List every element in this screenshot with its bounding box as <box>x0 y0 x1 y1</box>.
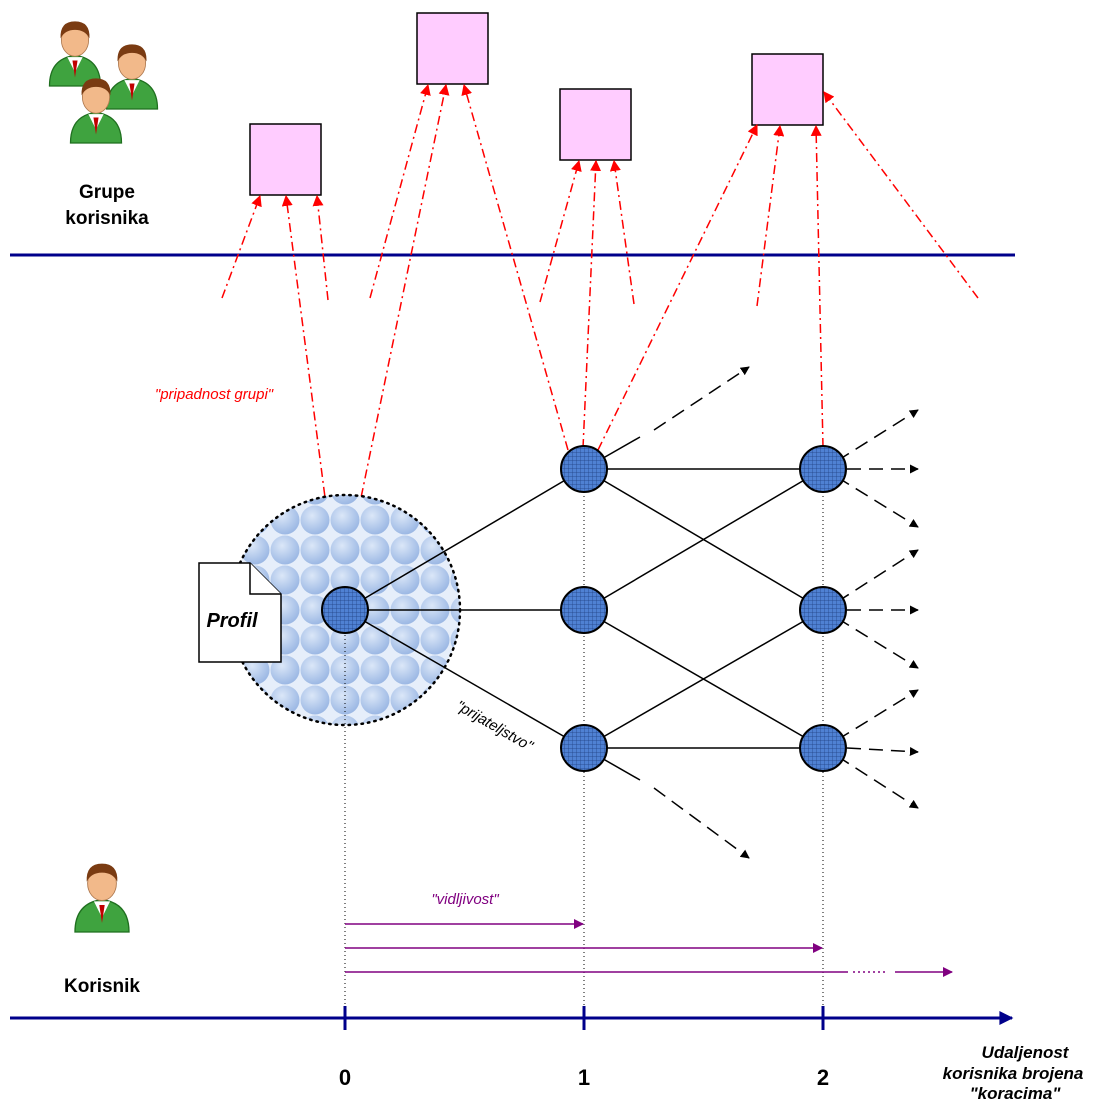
profile-bubble <box>450 565 460 595</box>
visibility-label: "vidljivost" <box>431 891 499 908</box>
profile-bubble <box>330 655 360 685</box>
profile-bubble <box>270 495 300 505</box>
axis-tick-1: 1 <box>578 1065 590 1090</box>
profile-bubble <box>390 495 420 505</box>
profile-bubble <box>300 565 330 595</box>
profile-bubble <box>300 505 330 535</box>
visibility-arrows <box>345 919 953 977</box>
profile-bubble <box>330 715 360 725</box>
groups-label-line-2: korisnika <box>65 208 149 229</box>
profile-bubble <box>390 655 420 685</box>
profile-bubble <box>330 535 360 565</box>
friendship-edges <box>344 468 824 749</box>
profile-bubble <box>390 625 420 655</box>
step-guide-lines <box>344 492 824 1015</box>
profile-bubble <box>420 655 450 685</box>
profile-bubble <box>390 535 420 565</box>
profile-bubble <box>300 715 330 725</box>
node-self <box>321 586 369 634</box>
profile-bubble <box>230 505 240 535</box>
profile-bubble <box>330 505 360 535</box>
profile-bubble <box>360 685 390 715</box>
group-box-3 <box>559 88 632 161</box>
profile-bubble <box>360 535 390 565</box>
profile-bubble <box>300 685 330 715</box>
membership-links <box>221 83 979 591</box>
profile-bubble <box>270 715 300 725</box>
node-step2-mid <box>799 586 847 634</box>
profile-bubble <box>390 565 420 595</box>
profile-bubble <box>300 495 330 505</box>
profile-bubble <box>420 505 450 535</box>
profile-bubble <box>270 685 300 715</box>
membership-label: "pripadnost grupi" <box>155 386 274 403</box>
profile-bubble <box>230 685 240 715</box>
profile-bubble <box>230 715 240 725</box>
profile-bubble <box>420 715 450 725</box>
profile-bubble <box>360 505 390 535</box>
group-box-4 <box>751 53 824 126</box>
profile-bubble <box>230 535 240 565</box>
profile-bubble <box>300 625 330 655</box>
profile-bubble <box>360 625 390 655</box>
profile-bubble <box>450 495 460 505</box>
node-step1-top <box>560 445 608 493</box>
node-step2-top <box>799 445 847 493</box>
outgoing-arrows <box>597 366 919 859</box>
axis-title-line-2: korisnika brojena <box>943 1064 1084 1083</box>
user-icon <box>74 863 130 933</box>
document-icon: Profil <box>198 562 282 663</box>
node-step2-bottom <box>799 724 847 772</box>
profile-bubble <box>270 535 300 565</box>
profile-bubble <box>450 595 460 625</box>
network-nodes <box>321 445 847 772</box>
profile-bubble <box>420 565 450 595</box>
axis-tick-2: 2 <box>817 1065 829 1090</box>
profile-bubble <box>390 715 420 725</box>
profile-bubble <box>450 625 460 655</box>
profile-bubble <box>270 505 300 535</box>
friendship-label: "prijateljstvo" <box>453 697 536 755</box>
profile-bubble <box>360 655 390 685</box>
group-box-2 <box>416 12 489 85</box>
profile-bubble <box>240 495 270 505</box>
axis-tick-0: 0 <box>339 1065 351 1090</box>
profile-bubble <box>230 495 240 505</box>
profile-label: Profil <box>206 610 258 632</box>
axis-title: Udaljenost korisnika brojena "koracima" <box>943 1043 1084 1103</box>
profile-bubble <box>360 565 390 595</box>
node-step1-mid <box>560 586 608 634</box>
profile-bubble <box>450 505 460 535</box>
axis-title-line-1: Udaljenost <box>982 1043 1070 1062</box>
profile-bubble <box>420 625 450 655</box>
profile-bubble <box>270 565 300 595</box>
user-label: Korisnik <box>64 976 140 997</box>
profile-bubble <box>420 495 450 505</box>
axis-title-line-3: "koracima" <box>970 1084 1062 1103</box>
users-group-icon <box>48 21 159 144</box>
groups-label-line-1: Grupe <box>79 182 135 203</box>
profile-bubble <box>300 535 330 565</box>
profile-bubble <box>240 715 270 725</box>
profile-bubble <box>300 655 330 685</box>
group-box-1 <box>249 123 322 196</box>
profile-bubble <box>420 685 450 715</box>
profile-bubble <box>330 495 360 505</box>
profile-bubble <box>240 685 270 715</box>
node-step1-bottom <box>560 724 608 772</box>
distance-axis: 0 1 2 <box>10 1006 1014 1090</box>
profile-bubble <box>240 505 270 535</box>
